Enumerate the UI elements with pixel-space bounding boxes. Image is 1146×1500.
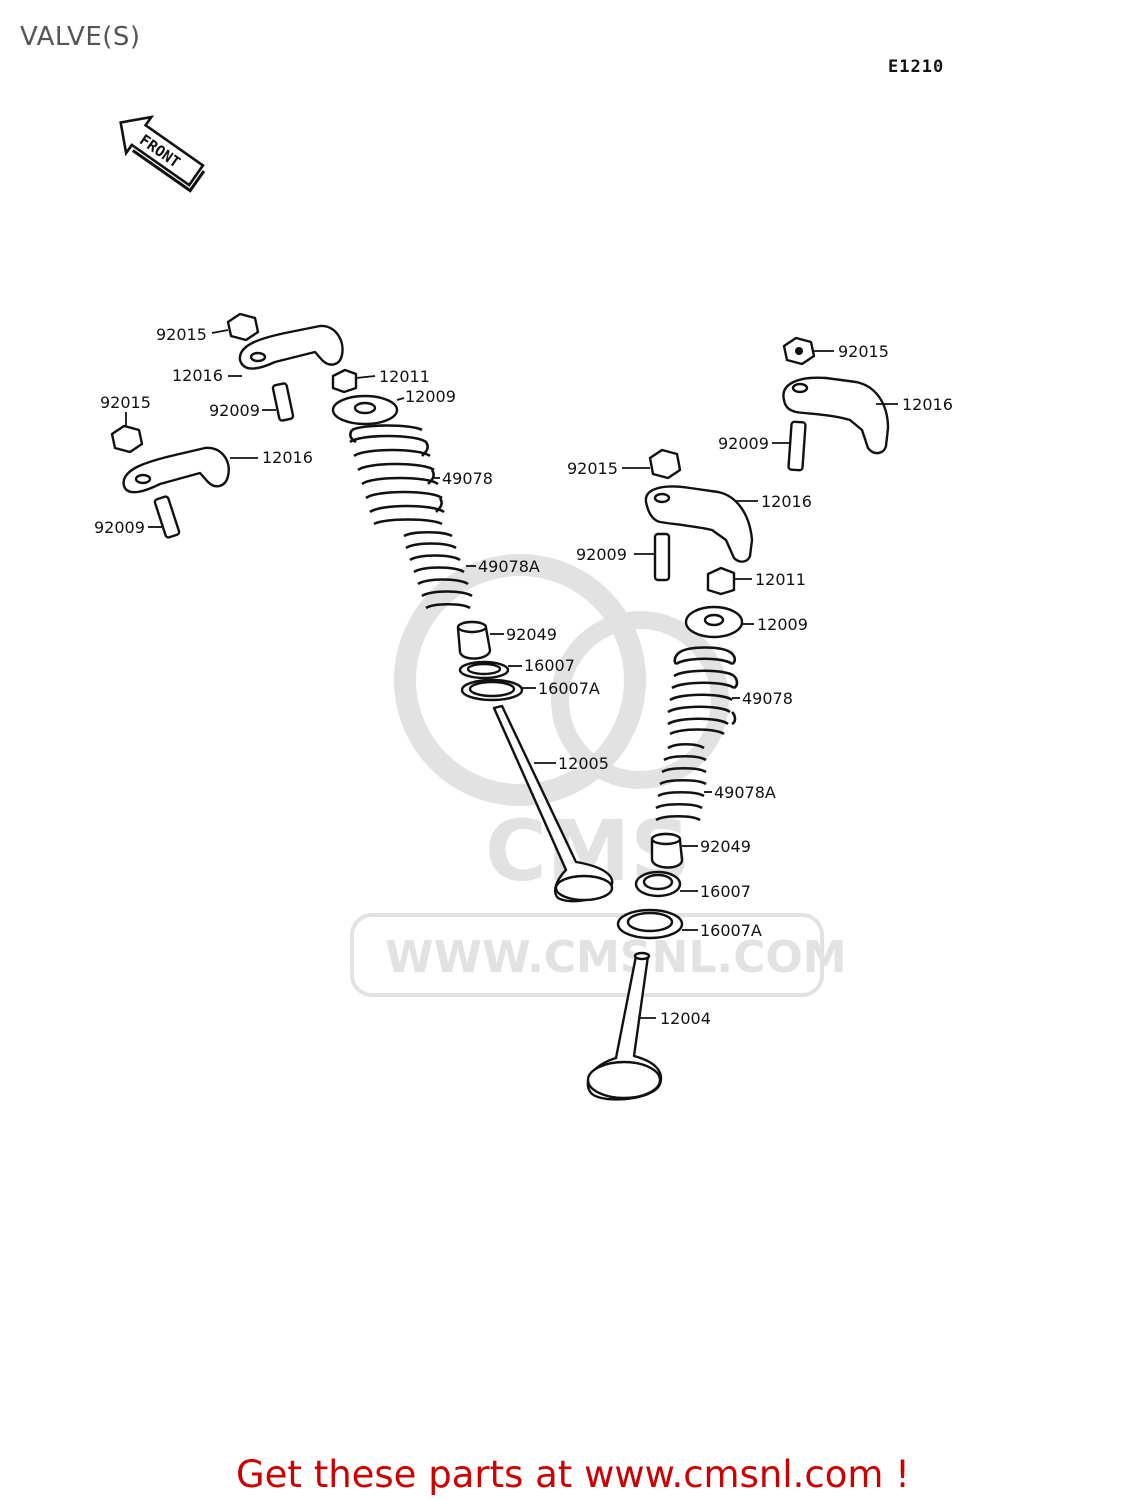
callout-left-seat-b: 16007A [538, 679, 600, 698]
left-rocker-upper-part [228, 324, 344, 377]
front-arrow-icon: FRONT [119, 115, 206, 193]
right-stem-seal-part [650, 832, 698, 869]
left-seat-a-part [458, 660, 522, 680]
page-title: VALVE(S) [20, 22, 141, 52]
callout-left-valve: 12005 [558, 754, 609, 773]
left-rocker-lower-part [122, 446, 258, 494]
left-stem-seal-part [456, 620, 504, 660]
right-seat-b-part [616, 908, 698, 940]
left-valve-part [492, 704, 614, 903]
left-spring-outer-part [349, 424, 445, 526]
exploded-parts-diagram: CMS WWW.CMSNL.COM FRONT [94, 115, 953, 1101]
right-collet-part [706, 566, 752, 596]
callout-left-spring-inner: 49078A [478, 557, 540, 576]
right-rocker-upper-part [782, 376, 898, 455]
callout-right-rocker-lower: 12016 [761, 492, 812, 511]
right-retainer-part [684, 605, 754, 639]
callout-left-collet: 12011 [379, 367, 430, 386]
callout-right-spring-inner: 49078A [714, 783, 776, 802]
callout-left-rocker-upper: 12016 [172, 366, 223, 385]
right-nut-lower-part [622, 448, 682, 480]
callout-left-seat-a: 16007 [524, 656, 575, 675]
callout-right-seat-b: 16007A [700, 921, 762, 940]
right-nut-upper-part [782, 336, 834, 366]
diagram-code: E1210 [888, 57, 945, 77]
watermark-url: WWW.CMSNL.COM [385, 932, 847, 983]
right-adjuster-upper-part [772, 420, 807, 472]
callout-right-nut-lower: 92015 [567, 459, 618, 478]
left-nut-lower-part [110, 412, 144, 454]
callout-left-retainer: 12009 [405, 387, 456, 406]
callout-right-rocker-upper: 12016 [902, 395, 953, 414]
callout-right-retainer: 12009 [757, 615, 808, 634]
right-adjuster-lower-part [634, 532, 671, 582]
left-spring-inner-part [403, 530, 476, 610]
left-seat-b-part [460, 678, 536, 702]
callout-right-nut-upper: 92015 [838, 342, 889, 361]
callout-right-valve: 12004 [660, 1009, 711, 1028]
right-spring-inner-part [655, 742, 712, 822]
callout-right-collet: 12011 [755, 570, 806, 589]
right-spring-outer-part [667, 646, 740, 736]
left-retainer-part [331, 394, 405, 426]
callout-right-adjuster-upper: 92009 [718, 434, 769, 453]
callout-left-adjuster-lower: 92009 [94, 518, 145, 537]
left-nut-upper-part [211, 312, 260, 342]
left-adjuster-upper-part [262, 382, 295, 422]
left-adjuster-lower-part [148, 495, 181, 539]
callout-right-adjuster-lower: 92009 [576, 545, 627, 564]
callout-left-nut-upper: 92015 [156, 325, 207, 344]
callout-right-spring-outer: 49078 [742, 689, 793, 708]
callout-right-seat-a: 16007 [700, 882, 751, 901]
callout-left-adjuster-upper: 92009 [209, 401, 260, 420]
right-rocker-lower-part [644, 485, 758, 563]
left-collet-part [331, 368, 376, 394]
callout-left-rocker-lower: 12016 [262, 448, 313, 467]
right-valve-part [586, 951, 663, 1101]
get-parts-link[interactable]: Get these parts at www.cmsnl.com ! [235, 1453, 910, 1496]
callout-left-spring-outer: 49078 [442, 469, 493, 488]
callout-right-stem-seal: 92049 [700, 837, 751, 856]
right-seat-a-part [634, 870, 698, 898]
callout-left-nut-lower: 92015 [100, 393, 151, 412]
callout-left-stem-seal: 92049 [506, 625, 557, 644]
